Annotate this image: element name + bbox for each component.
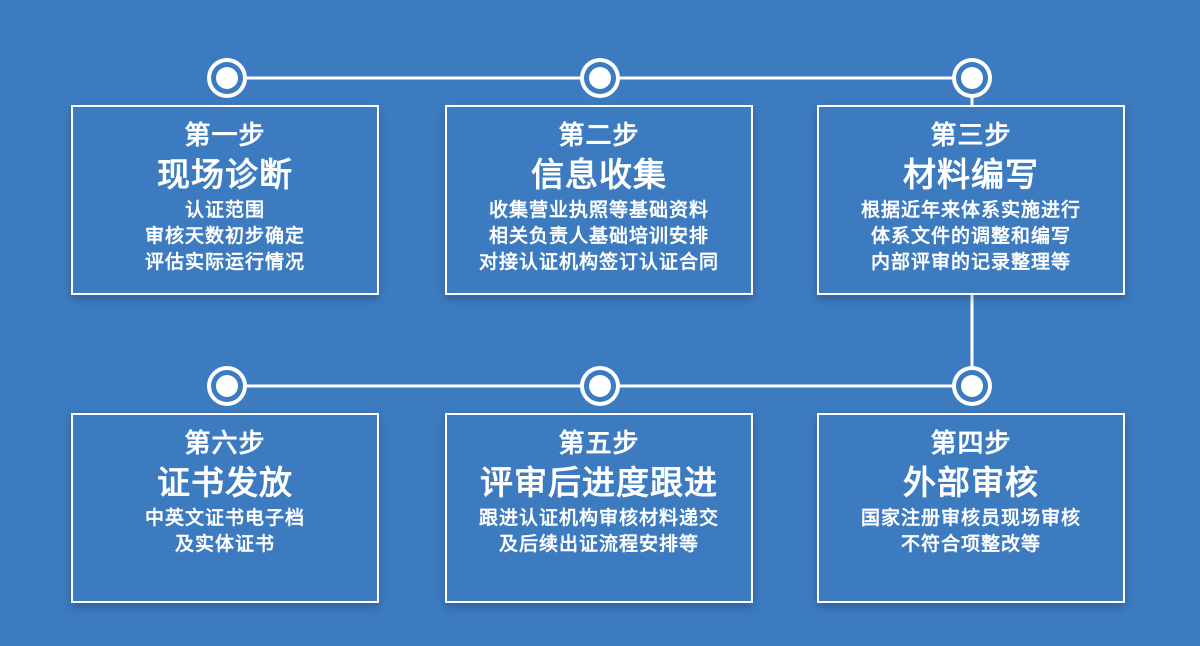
step-description-line: 根据近年来体系实施进行: [860, 199, 1081, 221]
step-description-line: 收集营业执照等基础资料: [488, 199, 709, 221]
step-description-line: 内部评审的记录整理等: [870, 251, 1071, 273]
step-description-line: 及后续出证流程安排等: [498, 533, 699, 555]
step-card-4: 第四步 外部审核 国家注册审核员现场审核 不符合项整改等: [817, 413, 1125, 603]
step-label: 第二步: [558, 121, 640, 151]
node-step-2: [580, 58, 620, 98]
step-title: 外部审核: [903, 463, 1039, 502]
step-card-3: 第三步 材料编写 根据近年来体系实施进行 体系文件的调整和编写 内部评审的记录整…: [817, 105, 1125, 295]
step-description: 中英文证书电子档 及实体证书: [145, 505, 305, 557]
step-label: 第一步: [184, 121, 266, 151]
step-card-2: 第二步 信息收集 收集营业执照等基础资料 相关负责人基础培训安排 对接认证机构签…: [445, 105, 753, 295]
step-description-line: 跟进认证机构审核材料递交: [478, 507, 719, 529]
step-description-line: 相关负责人基础培训安排: [488, 225, 709, 247]
step-description: 认证范围 审核天数初步确定 评估实际运行情况: [145, 197, 305, 275]
node-step-6: [207, 366, 247, 406]
step-title: 证书发放: [157, 463, 293, 502]
step-card-5: 第五步 评审后进度跟进 跟进认证机构审核材料递交 及后续出证流程安排等: [445, 413, 753, 603]
step-description-line: 及实体证书: [174, 533, 275, 555]
node-step-1: [207, 58, 247, 98]
step-title: 现场诊断: [157, 155, 293, 194]
step-description-line: 对接认证机构签订认证合同: [478, 251, 719, 273]
step-description-line: 体系文件的调整和编写: [870, 225, 1071, 247]
step-card-6: 第六步 证书发放 中英文证书电子档 及实体证书: [71, 413, 379, 603]
step-description: 根据近年来体系实施进行 体系文件的调整和编写 内部评审的记录整理等: [861, 197, 1081, 275]
step-description: 国家注册审核员现场审核 不符合项整改等: [861, 505, 1081, 557]
step-label: 第六步: [184, 429, 266, 459]
step-label: 第三步: [930, 121, 1012, 151]
step-description-line: 不符合项整改等: [900, 533, 1041, 555]
step-description-line: 国家注册审核员现场审核: [860, 507, 1081, 529]
step-card-1: 第一步 现场诊断 认证范围 审核天数初步确定 评估实际运行情况: [71, 105, 379, 295]
step-title: 材料编写: [903, 155, 1039, 194]
step-title: 信息收集: [531, 155, 667, 194]
step-label: 第四步: [930, 429, 1012, 459]
step-description-line: 审核天数初步确定: [144, 225, 305, 247]
step-description: 收集营业执照等基础资料 相关负责人基础培训安排 对接认证机构签订认证合同: [479, 197, 719, 275]
step-description: 跟进认证机构审核材料递交 及后续出证流程安排等: [479, 505, 719, 557]
step-description-line: 中英文证书电子档: [144, 507, 305, 529]
step-description-line: 认证范围: [184, 199, 265, 221]
step-description-line: 评估实际运行情况: [144, 251, 305, 273]
step-title: 评审后进度跟进: [480, 463, 718, 502]
node-step-3: [952, 58, 992, 98]
node-step-4: [952, 366, 992, 406]
step-label: 第五步: [558, 429, 640, 459]
node-step-5: [580, 366, 620, 406]
